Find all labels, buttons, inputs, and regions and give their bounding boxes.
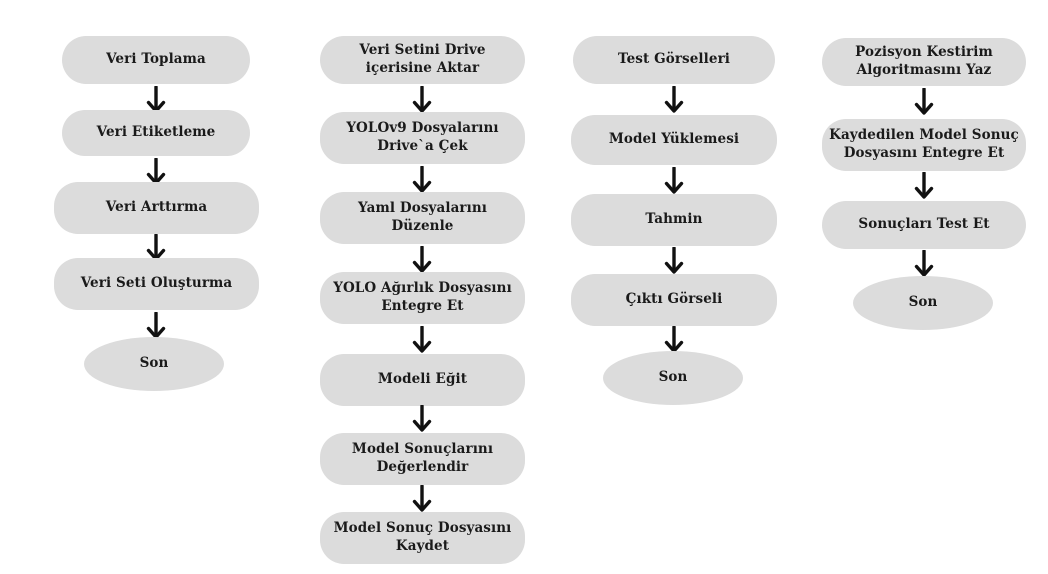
end-node-son: Son	[603, 351, 743, 405]
arrow-down-icon	[411, 86, 433, 114]
arrow-down-icon	[411, 246, 433, 274]
arrow-down-icon	[663, 167, 685, 195]
arrow-down-icon	[411, 405, 433, 433]
step-kaydedilen-model-sonuc: Kaydedilen Model Sonuç Dosyasını Entegre…	[822, 119, 1026, 171]
step-veri-toplama: Veri Toplama	[62, 36, 250, 84]
arrow-down-icon	[913, 88, 935, 116]
step-veri-arttirma: Veri Arttırma	[54, 182, 259, 234]
step-tahmin: Tahmin	[571, 194, 777, 246]
step-model-sonuclarini-degerlendir: Model Sonuçlarını Değerlendir	[320, 433, 525, 485]
end-node-son: Son	[84, 337, 224, 391]
step-yaml-dosyalari: Yaml Dosyalarını Düzenle	[320, 192, 525, 244]
step-test-gorselleri: Test Görselleri	[573, 36, 775, 84]
arrow-down-icon	[913, 250, 935, 278]
arrow-down-icon	[663, 86, 685, 114]
arrow-down-icon	[411, 326, 433, 354]
arrow-down-icon	[663, 247, 685, 275]
arrow-down-icon	[913, 172, 935, 200]
step-pozisyon-kestirim: Pozisyon Kestirim Algoritmasını Yaz	[822, 38, 1026, 86]
arrow-down-icon	[411, 166, 433, 194]
step-model-yuklemesi: Model Yüklemesi	[571, 115, 777, 165]
step-veri-etiketleme: Veri Etiketleme	[62, 110, 250, 156]
arrow-down-icon	[145, 312, 167, 340]
step-veri-setini-drive-aktar: Veri Setini Drive içerisine Aktar	[320, 36, 525, 84]
step-cikti-gorseli: Çıktı Görseli	[571, 274, 777, 326]
step-model-sonuc-dosyasini-kaydet: Model Sonuç Dosyasını Kaydet	[320, 512, 525, 564]
step-yolo-agirlik-dosyasi: YOLO Ağırlık Dosyasını Entegre Et	[320, 272, 525, 324]
end-node-son: Son	[853, 276, 993, 330]
arrow-down-icon	[411, 485, 433, 513]
step-veri-seti-olusturma: Veri Seti Oluşturma	[54, 258, 259, 310]
step-yolov9-dosyalari: YOLOv9 Dosyalarını Drive`a Çek	[320, 112, 525, 164]
step-sonuclari-test-et: Sonuçları Test Et	[822, 201, 1026, 249]
step-modeli-egit: Modeli Eğit	[320, 354, 525, 406]
arrow-down-icon	[663, 326, 685, 354]
